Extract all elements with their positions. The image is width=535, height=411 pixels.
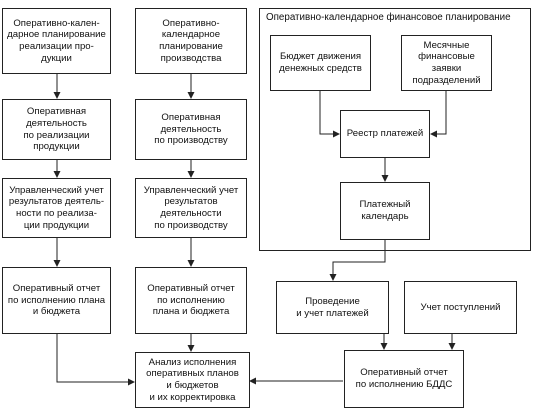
receipts-box: Учет поступлений bbox=[404, 281, 517, 334]
monthly-requests-box: Месячные финансовые заявки подразделений bbox=[401, 35, 492, 91]
arrow-requests-to-register bbox=[430, 91, 447, 138]
arrow-calendar-to-payments bbox=[329, 240, 386, 281]
payment-calendar-box: Платежный календарь bbox=[340, 182, 430, 240]
payment-register-box: Реестр платежей bbox=[340, 110, 430, 158]
middle-accounting-box: Управленческий учет результатов деятельн… bbox=[135, 178, 247, 238]
cash-budget-box: Бюджет движения денежных средств bbox=[270, 35, 371, 91]
middle-operations-box: Оперативная деятельность по производству bbox=[135, 99, 247, 160]
cash-report-box: Оперативный отчет по исполнению БДДС bbox=[344, 350, 464, 408]
payments-box: Проведение и учет платежей bbox=[276, 281, 389, 334]
arrow-left-to-analysis bbox=[56, 334, 135, 386]
finance-planning-frame bbox=[259, 8, 531, 251]
left-report-box: Оперативный отчет по исполнению плана и … bbox=[2, 267, 111, 334]
left-accounting-box: Управленческий учет результатов деятель-… bbox=[2, 178, 111, 238]
left-planning-box: Оперативно-кален- дарное планирование ре… bbox=[2, 8, 111, 74]
middle-report-box: Оперативный отчет по исполнению плана и … bbox=[135, 267, 247, 334]
left-operations-box: Оперативная деятельность по реализации п… bbox=[2, 99, 111, 160]
arrow-budget-to-register bbox=[319, 91, 340, 138]
analysis-box: Анализ исполнения оперативных планов и б… bbox=[135, 352, 250, 408]
middle-planning-box: Оперативно- календарное планирование про… bbox=[135, 8, 247, 74]
finance-planning-title: Оперативно-календарное финансовое планир… bbox=[266, 12, 511, 23]
